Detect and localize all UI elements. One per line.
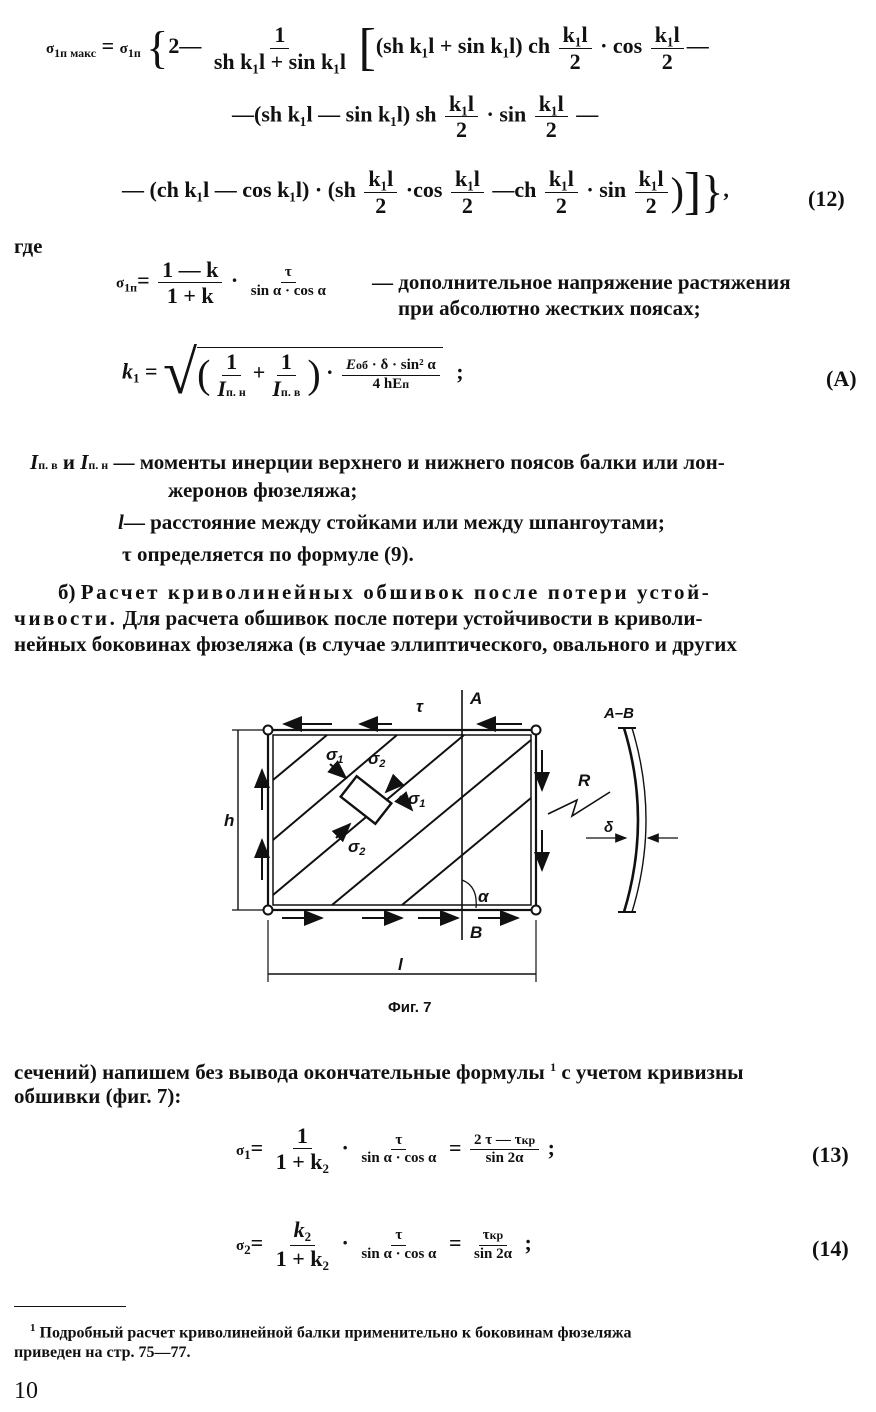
sigma1p-desc-1: — дополнительное напряжение растяжения: [372, 270, 791, 294]
page-number: 10: [14, 1378, 38, 1404]
label-delta: δ: [604, 819, 614, 836]
para-b-line3: нейных боковинах фюзеляжа (в случае элли…: [14, 632, 737, 656]
def-moments: Iп. в и Iп. н — моменты инерции верхнего…: [30, 450, 725, 474]
label-sigma2-b: σ2: [348, 837, 365, 858]
label-AB: A–B: [603, 705, 634, 722]
footnote-rule: [14, 1306, 126, 1307]
where-label: где: [14, 234, 43, 258]
stress-element: [338, 774, 394, 826]
label-l: l: [398, 955, 404, 974]
eqA-number: (А): [826, 366, 857, 391]
label-B: B: [470, 923, 482, 942]
eq13-number: (13): [812, 1142, 849, 1167]
para-b-line1: б) Расчет криволинейных обшивок после по…: [58, 580, 712, 604]
def-distance: l— расстояние между стойками или между ш…: [118, 510, 665, 534]
eq12-number: (12): [808, 186, 845, 211]
label-tau: τ: [416, 697, 424, 716]
figure-7: τ A A–B σ1 σ2 σ1 σ2 R h δ α B l Фиг. 7: [224, 689, 678, 1016]
eq12-frac-one: 1 sh k₁l + sin k₁l: [213, 22, 346, 74]
eq12-line1: σ1п макс = σ1п {2— 1 sh k₁l + sin k₁l [(…: [46, 19, 709, 76]
label-alpha: α: [478, 887, 490, 906]
eq12-lhs: σ: [46, 41, 55, 58]
eq14-number: (14): [812, 1236, 849, 1261]
label-R: R: [578, 771, 591, 790]
sigma1p-desc-2: при абсолютно жестких поясах;: [398, 296, 701, 320]
footnote-line1: 1 Подробный расчет криволинейной балки п…: [30, 1322, 632, 1342]
para-after-line2: обшивки (фиг. 7):: [14, 1084, 182, 1108]
def-tau: τ определяется по формуле (9).: [122, 542, 414, 566]
label-A: A: [469, 689, 482, 708]
footnote-line2: приведен на стр. 75—77.: [14, 1344, 191, 1361]
label-sigma1-b: σ1: [408, 789, 425, 810]
para-after-line1: сечений) напишем без вывода окончательны…: [14, 1060, 744, 1084]
para-b-line2: чивости. Для расчета обшивок после потер…: [14, 606, 703, 630]
panel-frame: [266, 728, 538, 912]
label-sigma1-a: σ1: [326, 745, 343, 766]
figure-caption: Фиг. 7: [388, 999, 431, 1016]
label-sigma2-a: σ2: [368, 749, 385, 770]
def-moments-2: жеронов фюзеляжа;: [168, 478, 358, 502]
label-h: h: [224, 811, 234, 830]
